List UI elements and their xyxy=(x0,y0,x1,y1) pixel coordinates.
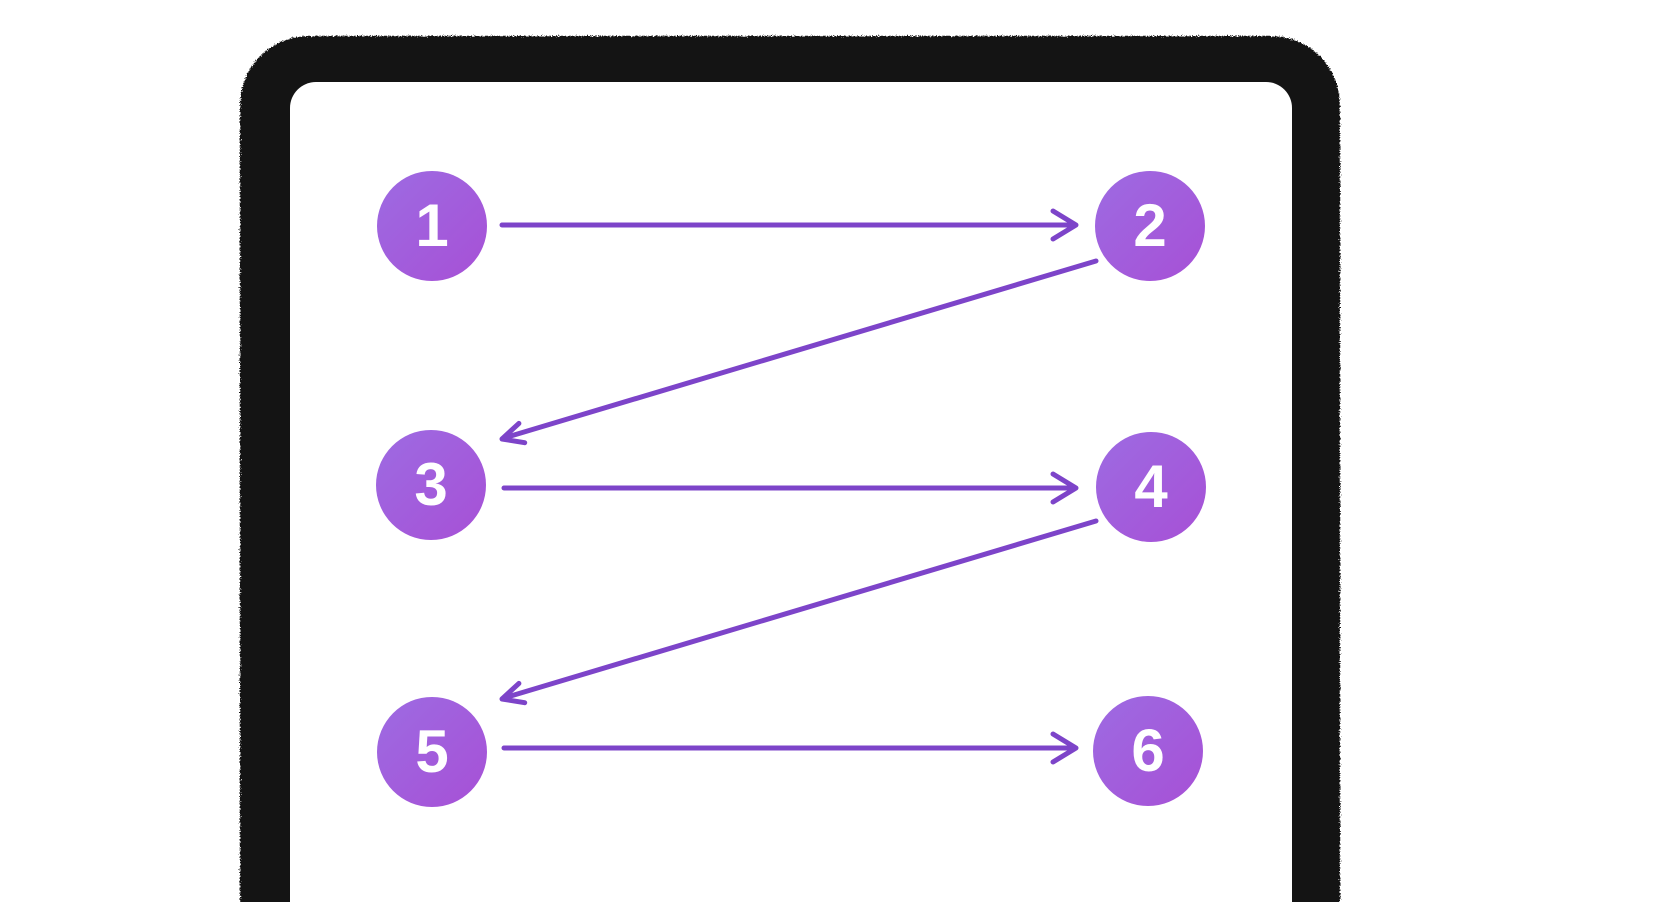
edge-4-5-arrowhead-icon xyxy=(499,680,528,706)
node-5-label: 5 xyxy=(415,718,449,785)
node-3-label: 3 xyxy=(414,451,448,518)
node-6-label: 6 xyxy=(1131,717,1165,784)
node-2: 2 xyxy=(1095,171,1205,281)
edge-4-5-line xyxy=(501,518,1099,701)
node-1-label: 1 xyxy=(415,192,449,259)
node-2-label: 2 xyxy=(1133,192,1167,259)
node-4-label: 4 xyxy=(1134,453,1168,520)
edge-1-2-arrowhead-icon xyxy=(1050,208,1079,242)
node-4: 4 xyxy=(1096,432,1206,542)
node-1: 1 xyxy=(377,171,487,281)
node-5: 5 xyxy=(377,697,487,807)
edge-2-3-arrowhead-icon xyxy=(499,420,528,446)
node-6: 6 xyxy=(1093,696,1203,806)
edge-3-4-arrowhead-icon xyxy=(1050,471,1079,505)
node-3: 3 xyxy=(376,430,486,540)
edge-5-6-arrowhead-icon xyxy=(1050,731,1079,765)
edge-2-3-line xyxy=(501,258,1099,441)
